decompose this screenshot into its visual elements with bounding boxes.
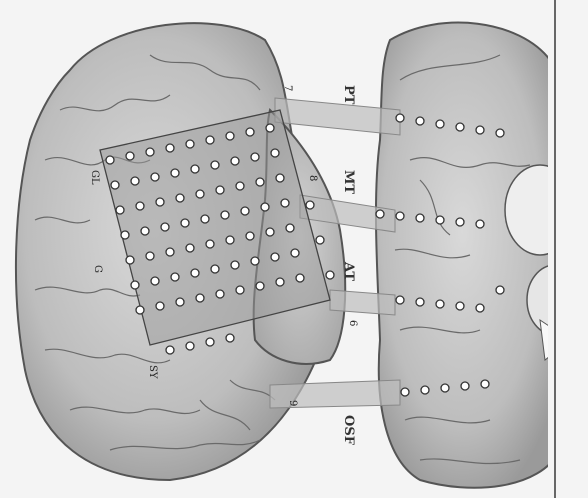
label-sy: SY <box>147 365 158 379</box>
label-osf: OSF <box>341 415 356 446</box>
label-mt: MT <box>341 170 356 194</box>
label-g: G <box>92 265 103 273</box>
label-7: 7 <box>282 85 293 91</box>
label-9: 9 <box>287 400 298 406</box>
label-gl: GL <box>89 170 100 185</box>
label-8: 8 <box>307 175 318 181</box>
label-at: AT <box>341 261 356 281</box>
label-pt: PT <box>341 85 356 105</box>
label-6: 6 <box>347 320 358 326</box>
right-brain-view <box>376 0 588 498</box>
